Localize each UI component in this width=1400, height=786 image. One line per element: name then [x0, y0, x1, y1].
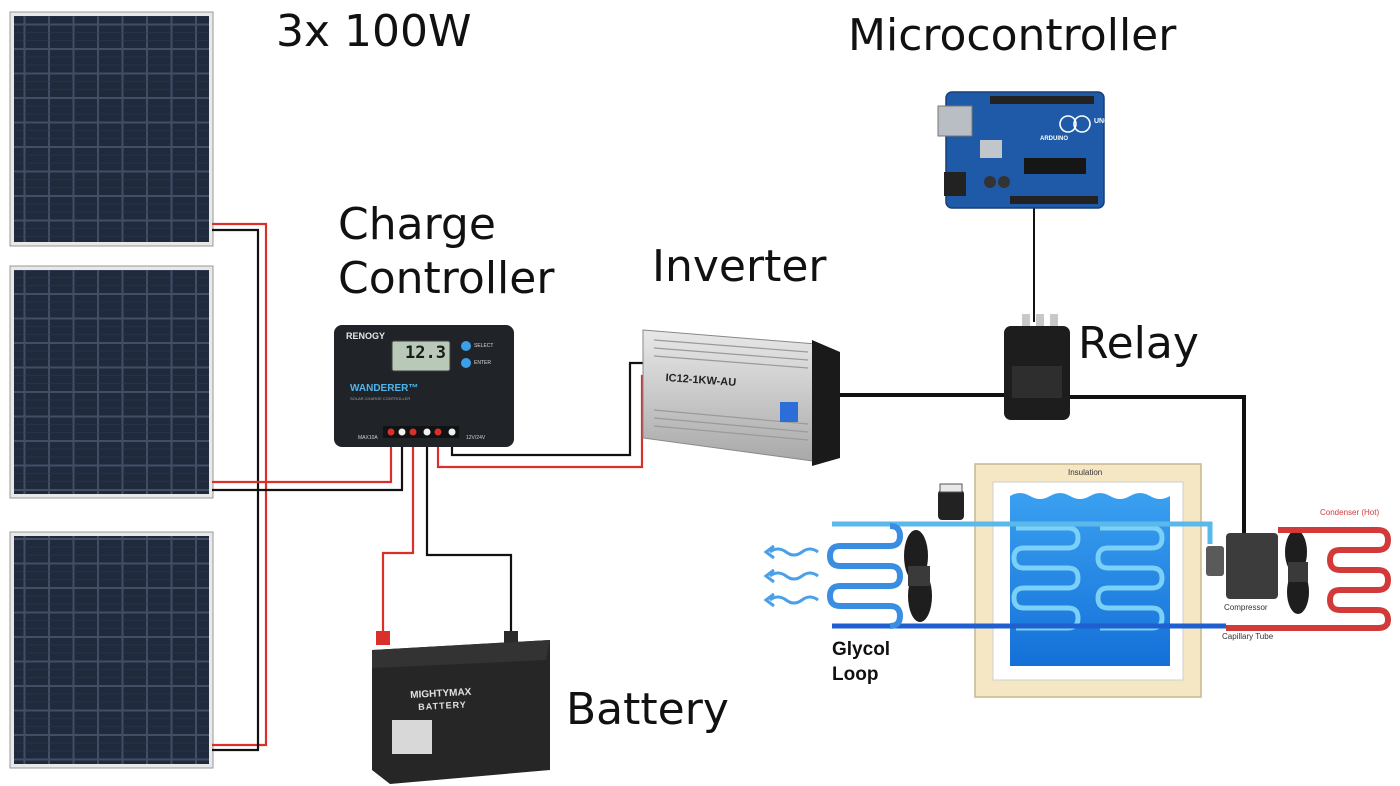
arduino-board: [937, 91, 1105, 209]
relay-to-compressor-ac-wire: [1066, 395, 1246, 536]
solar-panel-2: [9, 265, 214, 499]
controller-to-battery-negative-wire: [425, 436, 513, 640]
charge-controller-rating-right: 12V/24V: [466, 435, 486, 441]
capillary-tube-label: Capillary Tube: [1222, 632, 1274, 641]
solar-panel-1: [9, 11, 214, 247]
charge-controller-label: Charge Controller: [338, 199, 555, 305]
solar-panels-label: 3x 100W: [276, 6, 472, 57]
charge-controller: [334, 325, 514, 447]
inverter-label: Inverter: [652, 241, 827, 292]
microcontroller-label: Microcontroller: [848, 10, 1177, 61]
charge-controller-select-label: SELECT: [474, 343, 494, 349]
charge-controller-display: 12.3: [405, 343, 446, 363]
glycol-loop-label: Glycol Loop: [832, 639, 891, 685]
controller-to-inverter-negative-wire: [450, 361, 644, 457]
charge-controller-rating-left: MAX10A: [358, 435, 378, 441]
relay-module: [1004, 314, 1070, 420]
inverter-unit: [642, 329, 840, 466]
charge-controller-label-line2: Controller: [338, 253, 555, 305]
controller-to-battery-positive-wire: [381, 436, 415, 640]
arduino-model: UNO: [1094, 118, 1110, 125]
refrigeration-system: [763, 463, 1392, 698]
arduino-brand: ARDUINO: [1040, 136, 1068, 142]
insulation-label: Insulation: [1068, 468, 1103, 477]
battery-unit: [372, 631, 550, 784]
panel-bus-positive-wire: [212, 222, 268, 747]
charge-controller-model: WANDERER™: [350, 383, 419, 394]
condenser-label: Condenser (Hot): [1320, 508, 1380, 517]
charge-controller-enter-label: ENTER: [474, 360, 491, 366]
charge-controller-brand: RENOGY: [346, 331, 386, 341]
wiring: [212, 206, 1246, 752]
battery-label: Battery: [566, 684, 729, 735]
compressor-label: Compressor: [1224, 603, 1268, 612]
panel-to-controller-positive-wire: [212, 436, 393, 484]
charge-controller-label-line1: Charge: [338, 199, 496, 250]
relay-label: Relay: [1078, 318, 1199, 369]
panel-to-controller-negative-wire: [212, 436, 404, 492]
charge-controller-subtitle: SOLAR CHARGE CONTROLLER: [350, 396, 411, 401]
solar-panel-3: [9, 531, 214, 769]
terminal-row: [383, 426, 459, 438]
